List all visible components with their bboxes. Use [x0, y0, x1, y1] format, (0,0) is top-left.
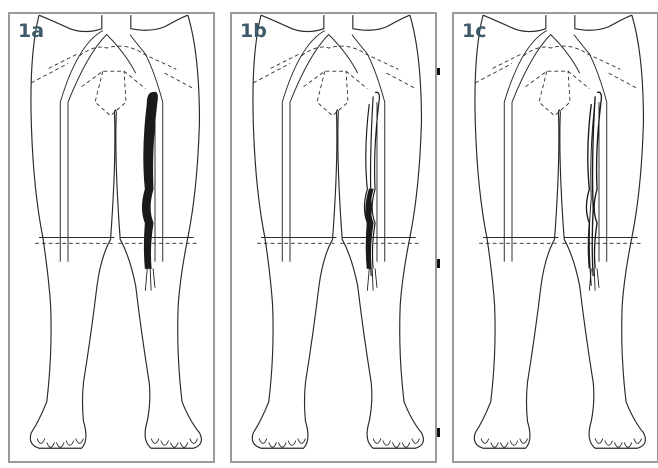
vein-branch: [375, 268, 377, 287]
dashed-vessel-line: [82, 71, 146, 88]
vein-branch: [367, 268, 369, 290]
vessel-line: [130, 35, 163, 103]
leg-outline: [474, 15, 559, 448]
dashed-vessel-line: [609, 73, 638, 88]
toe-outline: [56, 442, 64, 447]
toe-outline: [491, 442, 499, 447]
leg-outline: [338, 15, 424, 448]
leg-outline: [252, 15, 337, 448]
panel-1c: 1c: [452, 12, 658, 463]
leg-diagram: [232, 14, 435, 461]
leg-outline: [558, 110, 560, 112]
toe-outline: [402, 442, 410, 447]
toe-outline: [298, 439, 306, 444]
toe-outline: [288, 441, 296, 446]
vein-branch: [150, 268, 151, 290]
dashed-vessel-line: [253, 64, 290, 83]
leg-outline: [114, 110, 116, 112]
leg-outline: [336, 110, 338, 112]
toe-outline: [481, 439, 489, 444]
dashed-vessel-line: [524, 46, 588, 56]
toe-outline: [47, 442, 55, 447]
dashed-vessel-line: [31, 64, 68, 83]
vessel-line: [60, 31, 103, 103]
leg-outline: [39, 15, 102, 31]
vessel-line: [504, 31, 547, 103]
dashed-vessel-line: [317, 71, 348, 115]
toe-outline: [373, 439, 381, 444]
toe-outline: [614, 442, 622, 447]
panel-label-1a: 1a: [18, 20, 44, 42]
toe-outline: [269, 442, 277, 447]
toe-outline: [259, 439, 267, 444]
vessel-line: [574, 35, 607, 103]
leg-outline: [261, 15, 324, 31]
dashed-vessel-line: [304, 71, 368, 88]
dashed-vessel-line: [80, 46, 144, 56]
margin-tick: [437, 259, 440, 268]
toe-outline: [624, 442, 632, 447]
toe-outline: [76, 439, 84, 444]
vessel-line: [282, 31, 325, 103]
panel-label-1b: 1b: [240, 20, 267, 42]
dashed-vessel-line: [95, 71, 126, 115]
toe-outline: [412, 439, 420, 444]
leg-outline: [575, 15, 632, 30]
toe-outline: [520, 439, 528, 444]
toe-outline: [180, 442, 188, 447]
panel-label-1c: 1c: [462, 20, 486, 42]
panel-1a: 1a: [8, 12, 215, 463]
margin-tick: [437, 68, 440, 75]
leg-diagram: [454, 14, 657, 461]
toe-outline: [634, 439, 642, 444]
toe-outline: [37, 439, 45, 444]
toe-outline: [278, 442, 286, 447]
vein-branch: [597, 268, 599, 287]
toe-outline: [66, 441, 74, 446]
margin-tick: [437, 428, 440, 437]
toe-outline: [383, 441, 391, 446]
leg-diagram: [10, 14, 213, 461]
toe-outline: [392, 442, 400, 447]
leg-outline: [483, 15, 546, 31]
toe-outline: [170, 442, 178, 447]
dashed-vessel-line: [143, 54, 176, 69]
toe-outline: [161, 441, 169, 446]
toe-outline: [151, 439, 159, 444]
dashed-vessel-line: [526, 71, 590, 88]
leg-outline: [116, 15, 202, 448]
dashed-vessel-line: [365, 54, 398, 69]
toe-outline: [595, 439, 603, 444]
panel-1b: 1b: [230, 12, 437, 463]
leg-outline: [353, 15, 410, 30]
dashed-vessel-line: [539, 71, 570, 115]
dashed-vessel-line: [587, 54, 620, 69]
vein-branch: [153, 268, 155, 287]
dashed-vessel-line: [302, 46, 366, 56]
vessel-line: [352, 35, 385, 103]
vein-branch: [145, 268, 147, 290]
dashed-vessel-line: [475, 64, 512, 83]
dashed-vessel-line: [165, 73, 194, 88]
leg-outline: [131, 15, 188, 30]
leg-outline: [560, 15, 646, 448]
vein-branch: [372, 268, 373, 290]
toe-outline: [510, 441, 518, 446]
toe-outline: [605, 441, 613, 446]
dashed-vessel-line: [387, 73, 416, 88]
vein-branch: [594, 268, 595, 290]
leg-outline: [30, 15, 115, 448]
toe-outline: [190, 439, 198, 444]
toe-outline: [500, 442, 508, 447]
